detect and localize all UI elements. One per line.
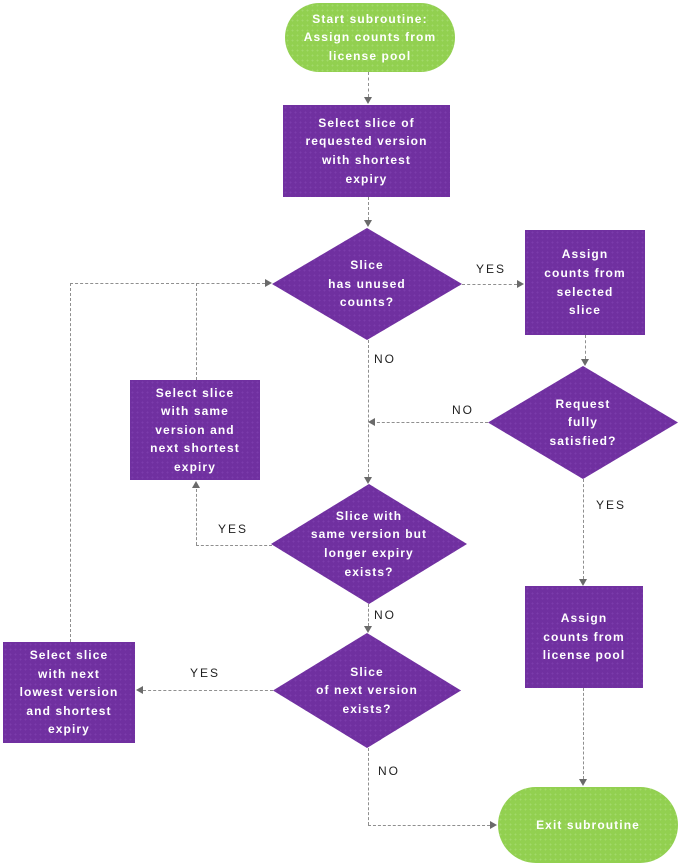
exit-terminator-label: Exit subroutine [536,817,640,832]
connector-assignselected-to-satisfied [585,335,586,359]
connector-longerexpiry-yes-v [196,489,197,545]
connector-select-to-hasunused [368,197,369,220]
process-select-same-version-next-expiry: Select slice with same version and next … [130,380,260,480]
edge-label-no: NO [374,352,396,366]
arrowhead-down [364,97,372,104]
start-terminator: Start subroutine: Assign counts from lic… [285,3,455,72]
connector-hasunused-no [368,340,369,477]
process-label: Assign counts from license pool [542,611,626,663]
process-select-shortest-expiry: Select slice of requested version with s… [283,105,450,197]
edge-label-yes: YES [190,666,221,680]
decision-label: Slice has unused counts? [328,258,406,310]
arrowhead-down [579,779,587,786]
decision-same-version-longer-expiry: Slice with same version but longer expir… [271,484,467,604]
arrowhead-up [192,481,200,488]
process-label: Assign counts from selected slice [544,247,626,318]
process-label: Select slice with next lowest version an… [19,648,119,737]
process-assign-counts-license-pool: Assign counts from license pool [525,586,643,688]
edge-label-yes: YES [476,262,507,276]
connector-feedback-h [70,283,265,284]
connector-hasunused-yes [462,284,517,285]
edge-label-yes: YES [596,498,627,512]
connector-nextversion-yes [143,690,273,691]
edge-label-no: NO [374,608,396,622]
arrowhead-left [368,418,375,426]
edge-label-yes: YES [218,522,249,536]
connector-longerexpiry-yes-h [196,545,272,546]
connector-selectlowest-feedback-v [70,283,71,642]
arrowhead-down [581,359,589,366]
process-select-next-lowest-version: Select slice with next lowest version an… [3,642,135,743]
connector-satisfied-no [372,422,488,423]
connector-selectsame-feedback-v [196,283,197,380]
decision-slice-has-unused-counts: Slice has unused counts? [272,228,462,340]
connector-satisfied-yes [583,479,584,579]
connector-start-to-select [368,72,369,97]
process-label: Select slice with same version and next … [150,385,240,474]
arrowhead-down [579,579,587,586]
arrowhead-down [364,477,372,484]
connector-nextversion-no-h [368,825,490,826]
decision-label: Slice of next version exists? [316,664,418,716]
connector-assignpool-to-exit [583,688,584,779]
decision-next-version-exists: Slice of next version exists? [273,633,461,748]
arrowhead-right [490,821,497,829]
edge-label-no: NO [452,403,474,417]
process-label: Select slice of requested version with s… [305,115,428,186]
edge-label-no: NO [378,764,400,778]
connector-longerexpiry-no [368,604,369,626]
decision-request-fully-satisfied: Request fully satisfied? [488,366,678,479]
arrowhead-down [364,626,372,633]
arrowhead-right [517,280,524,288]
exit-terminator: Exit subroutine [498,787,678,863]
decision-label: Request fully satisfied? [549,396,617,448]
connector-nextversion-no-v [368,748,369,825]
arrowhead-left [136,686,143,694]
start-terminator-label: Start subroutine: Assign counts from lic… [303,11,437,63]
arrowhead-right [265,279,272,287]
process-assign-counts-selected-slice: Assign counts from selected slice [525,230,645,335]
arrowhead-down [364,220,372,227]
decision-label: Slice with same version but longer expir… [310,508,428,579]
